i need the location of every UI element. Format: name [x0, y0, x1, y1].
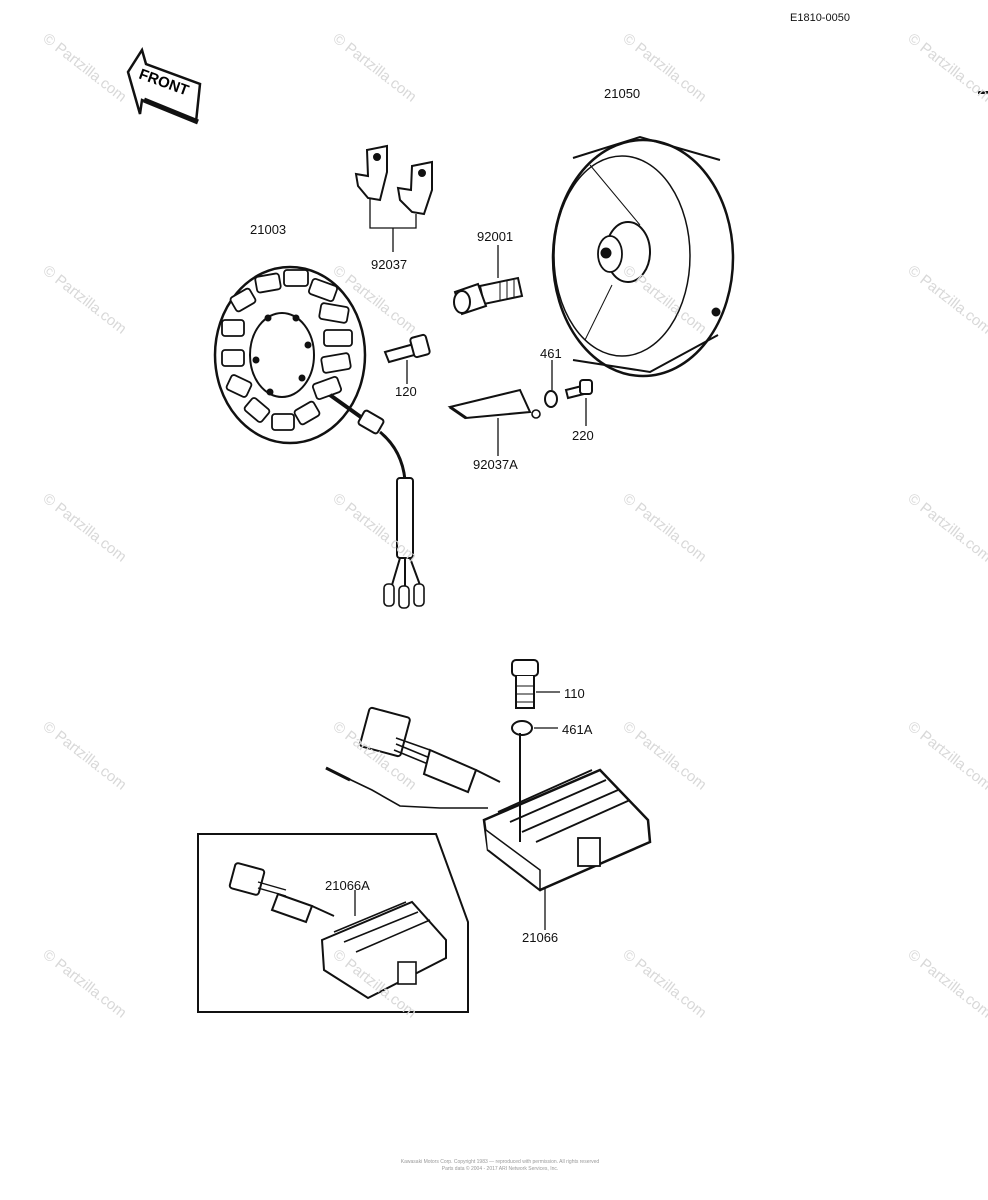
part-label-92001[interactable]: 92001: [477, 229, 514, 244]
front-arrow-icon: FRONT: [126, 46, 202, 125]
stator-screw: [383, 333, 431, 364]
rotor-bolt: [453, 276, 524, 316]
part-label-92037a[interactable]: 92037A: [473, 457, 518, 472]
part-label-21066a[interactable]: 21066A: [325, 878, 370, 893]
part-label-220[interactable]: 220: [572, 428, 594, 443]
part-label-461a[interactable]: 461A: [562, 722, 593, 737]
part-label-461[interactable]: 461: [540, 346, 562, 361]
part-label-21066[interactable]: 21066: [522, 930, 559, 945]
regulator-bolt: [511, 659, 539, 709]
lead-clamps: [354, 144, 433, 216]
part-label-21050[interactable]: 21050: [604, 86, 641, 101]
regulator-harness: [325, 706, 501, 809]
part-label-92037[interactable]: 92037: [371, 257, 408, 272]
washer-461a: [511, 720, 533, 736]
part-label-21003[interactable]: 21003: [250, 222, 287, 237]
copyright-footer-2: Parts data © 2004 - 2017 ARI Network Ser…: [441, 1166, 559, 1172]
clamp-leader-line: [369, 198, 417, 252]
stator-coil: [213, 265, 367, 445]
part-label-110[interactable]: 110: [564, 686, 585, 701]
diagram-code: E1810-0050: [790, 12, 850, 24]
edge-mark: [978, 91, 988, 94]
wire-plate: [447, 388, 541, 420]
part-label-120[interactable]: 120: [395, 384, 417, 399]
plate-screw: [564, 379, 593, 400]
copyright-footer: Kawasaki Motors Corp. Copyright 1983 — r…: [400, 1159, 600, 1165]
stator-lead-wire: [328, 393, 425, 609]
rotor-flywheel: [551, 135, 735, 378]
washer: [544, 390, 558, 408]
alternate-regulator-inset: [197, 833, 469, 1013]
regulator-rectifier: [482, 733, 652, 892]
